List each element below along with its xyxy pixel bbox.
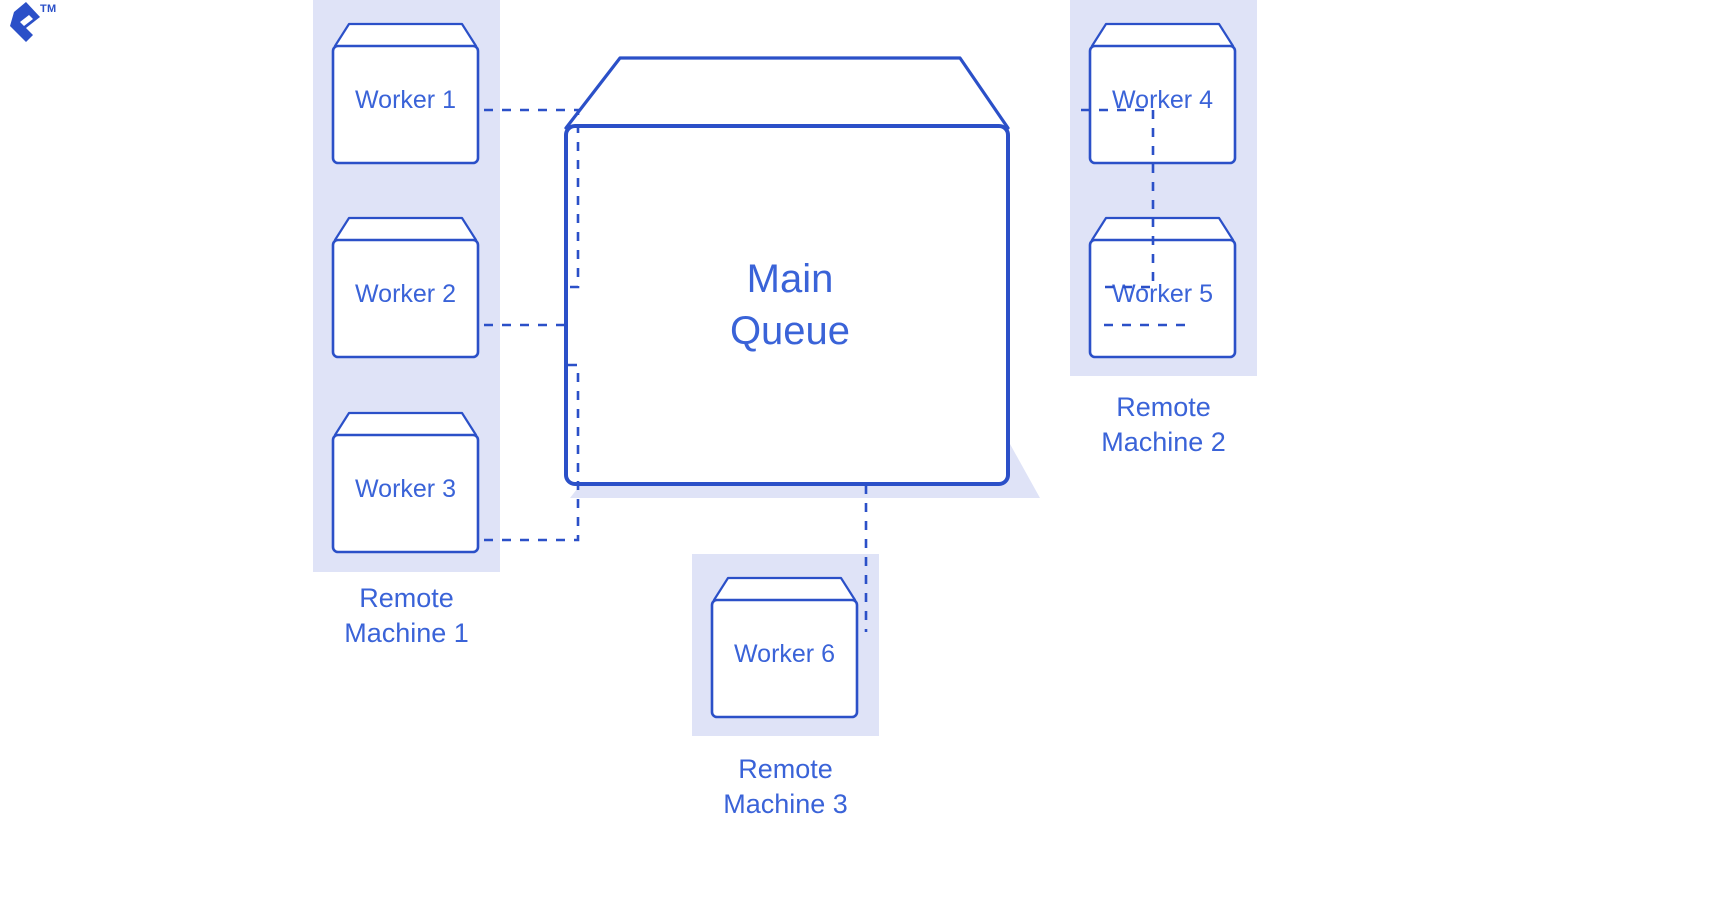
main-queue[interactable]: Main Queue	[520, 48, 1060, 508]
trademark-symbol: TM	[40, 3, 57, 15]
worker-3[interactable]: Worker 3	[329, 407, 482, 555]
worker-box-icon	[331, 411, 480, 554]
worker-2[interactable]: Worker 2	[329, 212, 482, 360]
toptal-logo: TM	[6, 2, 66, 48]
worker-4[interactable]: Worker 4	[1086, 18, 1239, 166]
remote-machine-2-label: Remote Machine 2	[1101, 392, 1226, 457]
main-queue-box-icon	[564, 56, 1040, 498]
worker-box-icon	[331, 22, 480, 165]
worker-box-icon	[1088, 22, 1237, 165]
worker-6[interactable]: Worker 6	[708, 572, 861, 720]
worker-5[interactable]: Worker 5	[1086, 212, 1239, 360]
toptal-mark-icon	[10, 2, 40, 42]
remote-machine-3-label: Remote Machine 3	[723, 754, 848, 819]
remote-machine-1-label: Remote Machine 1	[344, 583, 469, 648]
worker-box-icon	[1088, 216, 1237, 359]
worker-box-icon	[710, 576, 859, 719]
worker-box-icon	[331, 216, 480, 359]
worker-1[interactable]: Worker 1	[329, 18, 482, 166]
